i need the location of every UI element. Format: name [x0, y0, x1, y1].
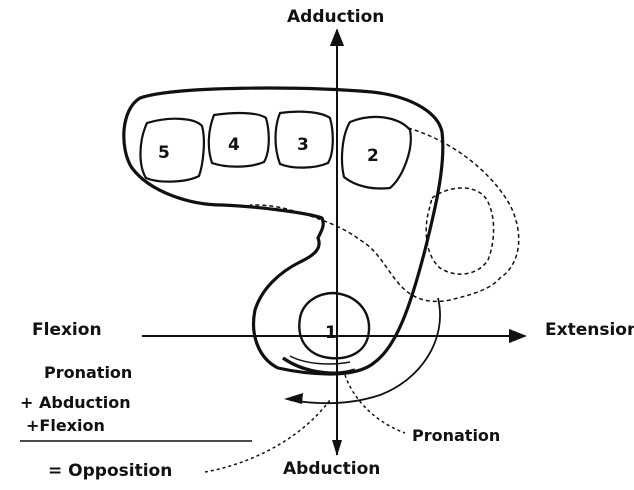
digit-1-label: 1	[325, 323, 337, 343]
axis-label-top: Adduction	[287, 7, 384, 27]
pronation-arrowhead	[284, 393, 303, 404]
equation-line-1: Pronation	[44, 363, 132, 382]
equation-line-3: +Flexion	[26, 416, 105, 435]
axis-label-left: Flexion	[32, 320, 102, 340]
digit-4-label: 4	[228, 135, 240, 155]
digit-5-label: 5	[158, 143, 170, 163]
abduction-arrowhead	[332, 440, 342, 456]
axis-label-right: Extension	[545, 320, 634, 340]
palm-outline	[124, 88, 443, 374]
axis-label-bottom: Abduction	[283, 459, 380, 479]
pronation-label: Pronation	[412, 426, 500, 445]
finger-5-outline	[140, 119, 203, 182]
equation-result: = Opposition	[48, 461, 172, 481]
digit-3-label: 3	[297, 135, 309, 155]
pronation-leader	[345, 375, 405, 433]
digit-2-label: 2	[367, 146, 379, 166]
dashed-hand-outline	[250, 128, 519, 301]
equation-line-2: + Abduction	[20, 393, 131, 412]
